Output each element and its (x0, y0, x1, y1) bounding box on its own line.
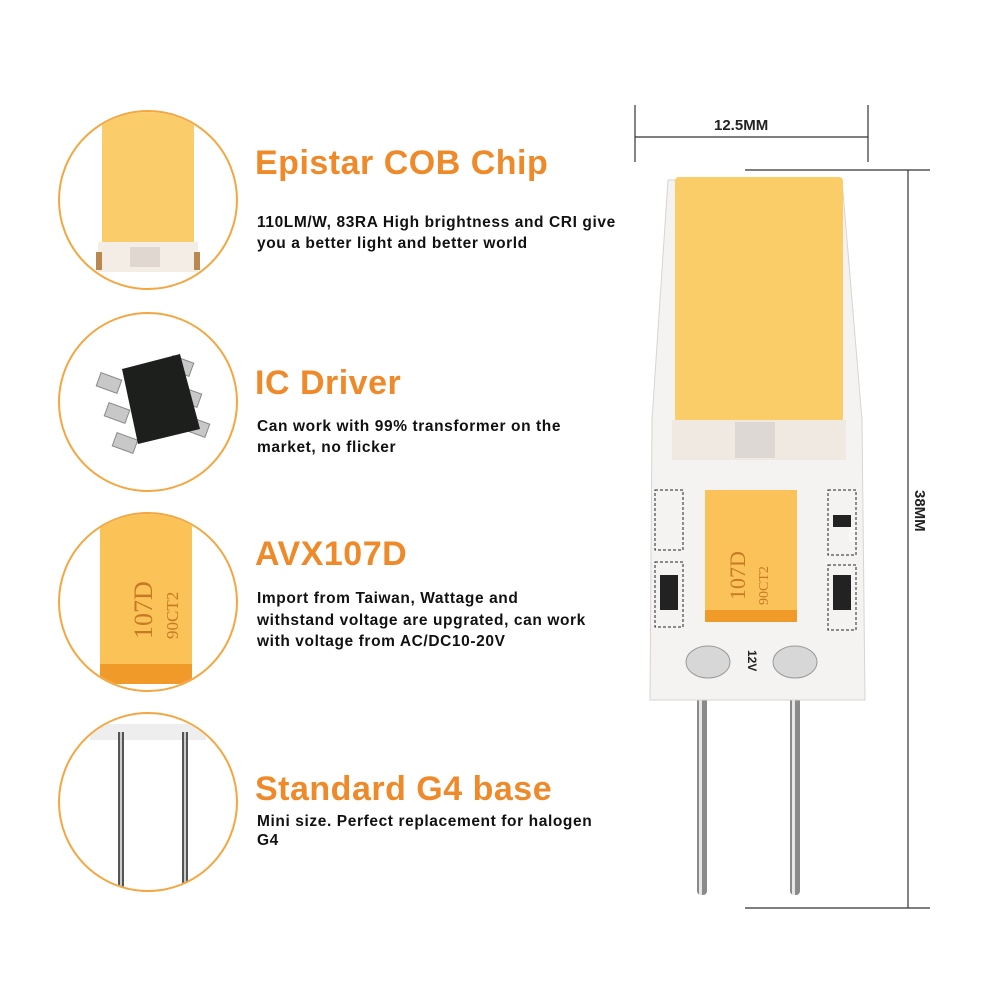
feature-title-ic: IC Driver (255, 364, 402, 402)
resistor-marking: R36 (847, 527, 856, 542)
dimension-lines (634, 105, 930, 909)
voltage-marking: 12V (745, 650, 759, 671)
capacitor-image: 107D 90CT2 (100, 514, 192, 684)
ic-chip-image (95, 354, 211, 454)
width-dimension-label: 12.5MM (714, 117, 769, 134)
feature-title-avx: AVX107D (255, 535, 408, 573)
feature-desc-g4: Mini size. Perfect replacement for halog… (257, 813, 593, 849)
cob-chip-image (96, 112, 200, 272)
feature-title-g4: Standard G4 base (255, 770, 553, 808)
capacitor-code: 90CT2 (163, 592, 182, 639)
ic-driver-circle (58, 312, 238, 492)
feature-desc-avx: Import from Taiwan, Wattage and withstan… (257, 590, 586, 650)
feature-title-cob: Epistar COB Chip (255, 144, 549, 182)
feature-desc-cob: 110LM/W, 83RA High brightness and CRI gi… (257, 214, 616, 252)
capacitor-marking: 107D (129, 581, 158, 639)
avx-circle: 107D 90CT2 (58, 512, 238, 692)
g4-pins-image (90, 724, 206, 890)
bulb-capacitor-code: 90CT2 (757, 566, 772, 605)
g4-base-circle (58, 712, 238, 892)
height-dimension-label: 38MM (911, 490, 928, 532)
bulb-capacitor-marking: 107D (725, 551, 750, 600)
cob-chip-circle (58, 110, 238, 290)
feature-desc-ic: Can work with 99% transformer on the mar… (257, 418, 562, 456)
